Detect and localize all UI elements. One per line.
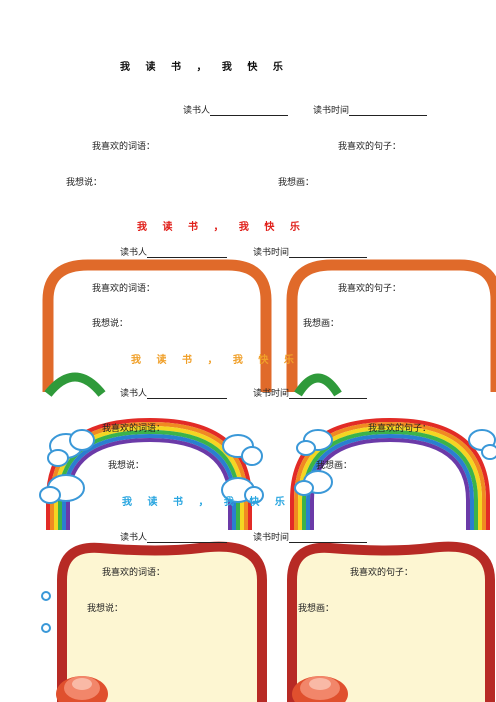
- green-arch-icon: [44, 372, 106, 397]
- want-to-say-label: 我想说：: [87, 604, 124, 614]
- favorite-words-label: 我喜欢的词语：: [92, 284, 156, 294]
- cloud-icon: [468, 429, 496, 460]
- red-frame-left: [57, 541, 267, 702]
- cloud-icon: [41, 623, 51, 633]
- orange-frame-left: [42, 259, 272, 392]
- favorite-words-label: 我喜欢的词语：: [92, 142, 156, 152]
- favorite-sentences-label: 我喜欢的句子：: [368, 424, 432, 434]
- reader-label: 读书人: [120, 533, 148, 543]
- favorite-sentences-label: 我喜欢的句子：: [338, 142, 402, 152]
- time-blank[interactable]: [289, 248, 368, 258]
- reader-blank[interactable]: [147, 389, 228, 399]
- reader-label: 读书人: [120, 389, 148, 399]
- reader-field: 读书人: [120, 245, 228, 258]
- section-title: 我 读 书 ， 我 快 乐: [137, 222, 306, 233]
- green-arch-icon: [294, 373, 342, 397]
- time-label: 读书时间: [253, 248, 290, 258]
- favorite-sentences-label: 我喜欢的句子：: [338, 284, 402, 294]
- reader-label: 读书人: [120, 248, 148, 258]
- time-blank[interactable]: [349, 106, 428, 116]
- time-field: 读书时间: [253, 530, 368, 543]
- want-to-draw-label: 我想画：: [303, 319, 340, 329]
- reader-blank[interactable]: [147, 248, 228, 258]
- cloud-icon: [47, 429, 95, 467]
- reader-field: 读书人: [183, 103, 289, 116]
- reader-field: 读书人: [120, 530, 228, 543]
- reader-field: 读书人: [120, 386, 228, 399]
- want-to-say-label: 我想说：: [108, 461, 145, 471]
- want-to-draw-label: 我想画：: [316, 461, 353, 471]
- time-blank[interactable]: [289, 533, 368, 543]
- time-field: 读书时间: [313, 103, 428, 116]
- flower-icon: [292, 676, 348, 702]
- favorite-sentences-label: 我喜欢的句子：: [350, 568, 414, 578]
- time-label: 读书时间: [313, 106, 350, 116]
- section-title: 我 读 书 ， 我 快 乐: [131, 355, 300, 366]
- rainbow-icon: [290, 417, 490, 530]
- cloud-icon: [39, 474, 85, 504]
- cloud-icon: [296, 429, 333, 456]
- section-title: 我 读 书 ， 我 快 乐: [120, 62, 289, 73]
- want-to-say-label: 我想说：: [66, 178, 103, 188]
- reader-label: 读书人: [183, 106, 211, 116]
- reader-blank[interactable]: [147, 533, 228, 543]
- cloud-icon: [294, 470, 333, 496]
- want-to-draw-label: 我想画：: [278, 178, 315, 188]
- cloud-icon: [222, 434, 263, 466]
- orange-frame-right: [286, 259, 496, 392]
- want-to-say-label: 我想说：: [92, 319, 129, 329]
- cloud-icon: [221, 477, 264, 504]
- favorite-words-label: 我喜欢的词语：: [102, 424, 166, 434]
- reader-blank[interactable]: [210, 106, 289, 116]
- time-label: 读书时间: [253, 533, 290, 543]
- red-frame-right: [287, 541, 495, 702]
- cloud-icon: [41, 591, 51, 601]
- time-field: 读书时间: [253, 386, 368, 399]
- section-title: 我 读 书 ， 我 快 乐: [122, 497, 291, 508]
- time-blank[interactable]: [289, 389, 368, 399]
- time-label: 读书时间: [253, 389, 290, 399]
- want-to-draw-label: 我想画：: [298, 604, 335, 614]
- flower-icon: [56, 676, 108, 702]
- favorite-words-label: 我喜欢的词语：: [102, 568, 166, 578]
- time-field: 读书时间: [253, 245, 368, 258]
